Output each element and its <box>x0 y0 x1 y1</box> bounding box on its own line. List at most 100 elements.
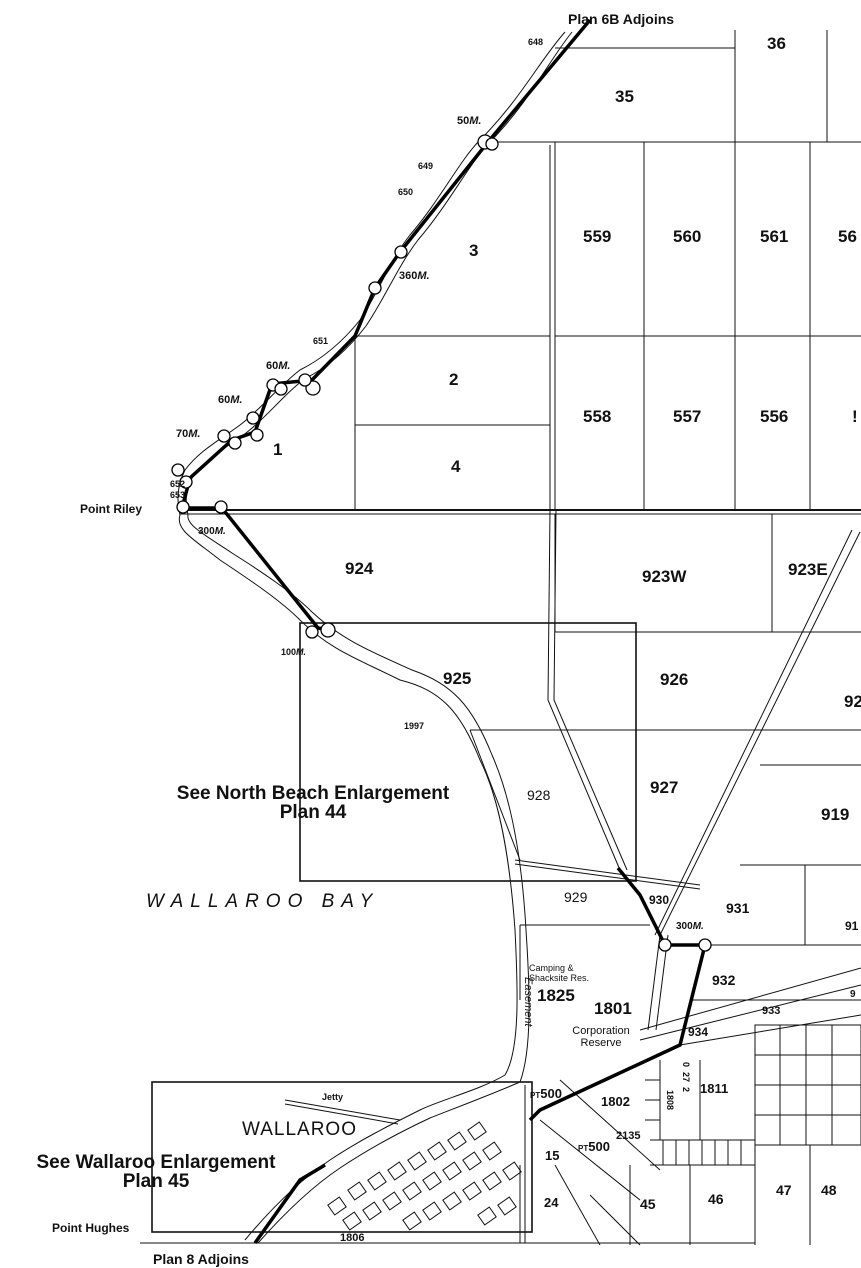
lot-648: 648 <box>528 37 544 47</box>
camping-reserve-label: Camping & Shacksite Res. <box>529 963 589 983</box>
section-92x: 92 <box>844 692 861 711</box>
top-adjoin-label: Plan 6B Adjoins <box>568 11 675 27</box>
section-91x: 91 <box>845 919 859 933</box>
section-558: 558 <box>583 407 612 426</box>
lot-651: 651 <box>313 336 329 346</box>
width-60m-a: 60M. <box>266 361 290 372</box>
width-300m-b: 300M. <box>676 922 704 932</box>
camping-reserve-line1: Camping & <box>529 963 574 973</box>
section-931: 931 <box>726 900 750 916</box>
section-48: 48 <box>821 1182 837 1198</box>
lot-1997: 1997 <box>404 721 425 731</box>
section-5x: ! <box>852 407 858 426</box>
wallaroo-town-label: WALLAROO <box>242 1119 357 1140</box>
section-557: 557 <box>673 407 702 426</box>
lot-653: 653 <box>170 490 186 500</box>
section-3: 3 <box>469 241 479 260</box>
section-27: 27 <box>681 1072 691 1083</box>
section-1801: 1801 <box>594 999 632 1018</box>
north-beach-note-line1: See North Beach Enlargement <box>176 783 450 804</box>
width-50m: 50M. <box>457 116 481 127</box>
width-100m: 100M. <box>281 648 306 657</box>
section-1806: 1806 <box>340 1232 365 1244</box>
width-360m: 360M. <box>399 271 430 282</box>
section-1802: 1802 <box>601 1094 630 1109</box>
bottom-adjoin-label: Plan 8 Adjoins <box>153 1251 249 1267</box>
corporation-reserve-line1: Corporation <box>572 1025 630 1037</box>
pt-prefix: PT <box>530 1091 541 1100</box>
section-2135: 2135 <box>616 1130 641 1142</box>
width-unit: M. <box>214 526 226 537</box>
pt500-value: 500 <box>588 1139 610 1154</box>
pt500-value: 500 <box>540 1086 562 1101</box>
section-4: 4 <box>451 457 461 476</box>
section-45: 45 <box>640 1196 656 1212</box>
section-560: 560 <box>673 227 702 246</box>
section-923e: 923E <box>788 560 828 579</box>
section-1825: 1825 <box>537 986 575 1005</box>
section-928: 928 <box>527 787 551 803</box>
width-300m-a: 300M. <box>198 527 226 537</box>
point-riley-label: Point Riley <box>80 502 143 516</box>
width-value: 60 <box>218 394 231 406</box>
point-hughes-label: Point Hughes <box>52 1221 130 1235</box>
width-value: 60 <box>266 360 279 372</box>
section-559: 559 <box>583 227 612 246</box>
width-value: 300 <box>676 921 693 932</box>
width-unit: M. <box>296 647 307 657</box>
section-1808: 1808 <box>665 1090 675 1111</box>
section-1811: 1811 <box>700 1081 729 1096</box>
width-unit: M. <box>278 360 291 372</box>
section-926: 926 <box>660 670 689 689</box>
section-934: 934 <box>688 1025 709 1039</box>
section-925: 925 <box>443 669 472 688</box>
width-70m: 70M. <box>176 429 200 440</box>
width-value: 300 <box>198 526 215 537</box>
section-pt500-north: PT500 <box>530 1087 562 1100</box>
corporation-reserve-label: Corporation Reserve <box>562 1025 640 1049</box>
section-927: 927 <box>650 778 679 797</box>
camping-reserve-line2: Shacksite Res. <box>529 973 590 983</box>
section-0: 0 <box>681 1062 691 1068</box>
width-value: 360 <box>399 270 418 282</box>
width-value: 70 <box>176 428 189 440</box>
section-929: 929 <box>564 889 588 905</box>
section-561: 561 <box>760 227 789 246</box>
lot-652: 652 <box>170 479 186 489</box>
wallaroo-note-line2: Plan 45 <box>122 1171 190 1192</box>
section-932: 932 <box>712 972 736 988</box>
width-value: 50 <box>457 115 470 127</box>
width-60m-b: 60M. <box>218 395 242 406</box>
section-15: 15 <box>545 1148 560 1163</box>
section-47: 47 <box>776 1182 792 1198</box>
section-9x: 9 <box>850 989 856 1000</box>
section-36: 36 <box>767 34 786 53</box>
width-value: 100 <box>281 647 297 657</box>
north-beach-note: See North Beach Enlargement Plan 44 <box>148 784 478 822</box>
section-2: 2 <box>681 1087 691 1093</box>
section-2: 2 <box>449 370 459 389</box>
corporation-reserve-line2: Reserve <box>580 1037 622 1049</box>
section-933: 933 <box>762 1005 781 1017</box>
section-56x: 56 <box>838 227 857 246</box>
section-35: 35 <box>615 87 634 106</box>
wallaroo-note: See Wallaroo Enlargement Plan 45 <box>8 1153 304 1191</box>
section-919: 919 <box>821 805 850 824</box>
width-unit: M. <box>469 115 482 127</box>
lot-649: 649 <box>418 161 434 171</box>
section-924: 924 <box>345 559 374 578</box>
width-unit: M. <box>230 394 243 406</box>
wallaroo-note-line1: See Wallaroo Enlargement <box>36 1152 276 1173</box>
wallaroo-bay-label: WALLAROO BAY <box>146 891 380 912</box>
section-24: 24 <box>544 1195 559 1210</box>
width-unit: M. <box>692 921 704 932</box>
easement-label: Easement <box>522 977 534 1027</box>
north-beach-note-line2: Plan 44 <box>279 802 347 823</box>
pt-prefix: PT <box>578 1144 589 1153</box>
width-unit: M. <box>417 270 430 282</box>
section-pt500-south: PT500 <box>578 1140 610 1153</box>
section-923w: 923W <box>642 567 687 586</box>
jetty-label: Jetty <box>322 1092 344 1102</box>
